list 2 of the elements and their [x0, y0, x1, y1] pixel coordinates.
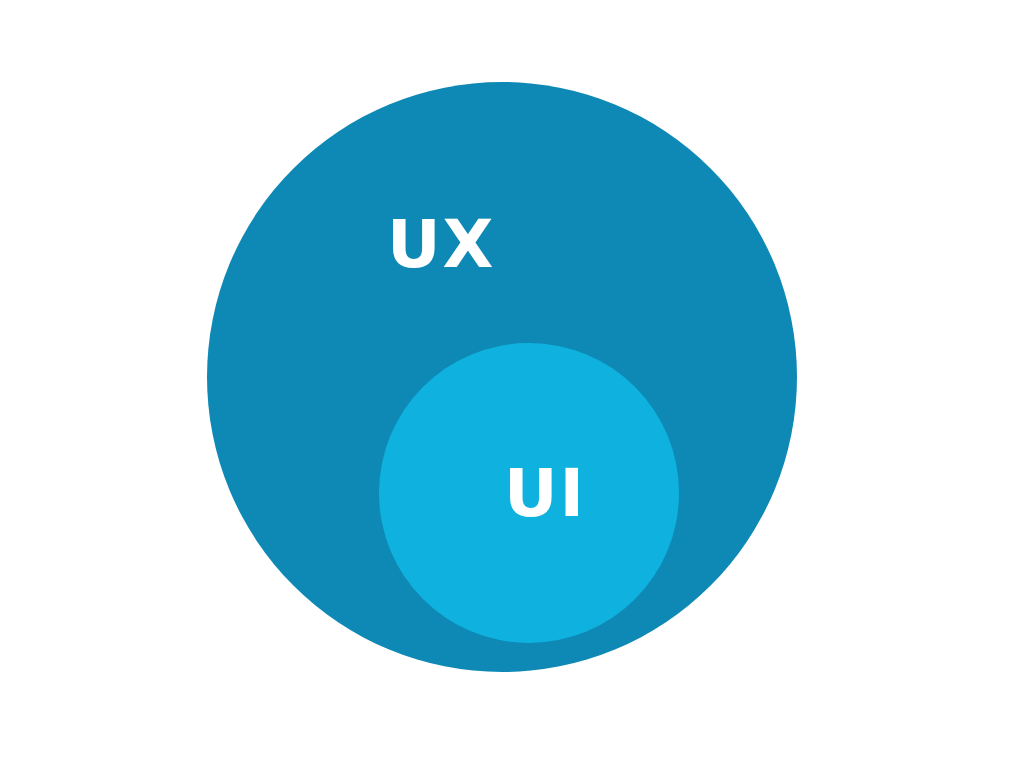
circle-label: UI: [504, 461, 587, 527]
circle-label: UX: [387, 212, 496, 278]
